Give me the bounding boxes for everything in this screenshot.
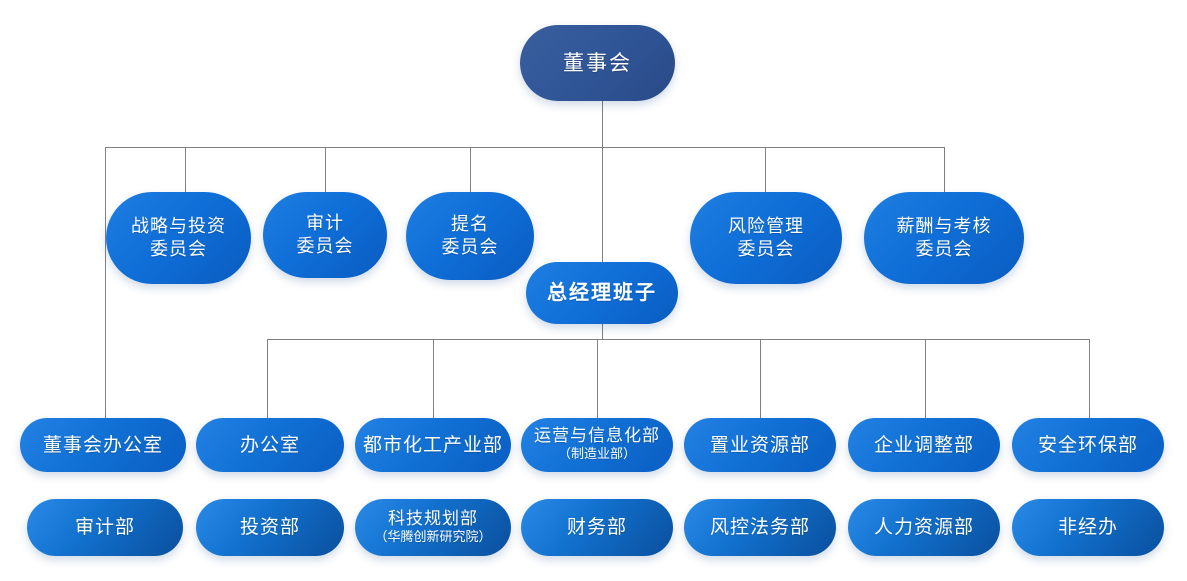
node-label: 科技规划部 [388,508,478,529]
node-human-resources-dept[interactable]: 人力资源部 [848,499,1000,556]
node-label-line2: 委员会 [150,239,207,260]
node-safety-environmental-dept[interactable]: 安全环保部 [1012,418,1164,472]
node-risk-management-committee[interactable]: 风险管理 委员会 [690,192,842,284]
node-sublabel: （华腾创新研究院） [374,529,492,545]
node-board-of-directors[interactable]: 董事会 [520,25,675,101]
node-label-line1: 提名 [451,213,489,235]
connector-committee-stem-2 [325,147,326,192]
node-strategy-investment-committee[interactable]: 战略与投资 委员会 [106,192,251,284]
node-label-line2: 委员会 [915,239,973,260]
node-risk-control-legal-dept[interactable]: 风控法务部 [684,499,836,556]
node-label-line1: 战略与投资 [131,215,226,237]
node-nomination-committee[interactable]: 提名 委员会 [406,192,534,280]
connector-department-stem-2 [433,339,434,418]
node-operations-informatization-dept[interactable]: 运营与信息化部 （制造业部） [521,418,673,472]
node-label: 风控法务部 [709,516,810,539]
node-label-line2: 委员会 [296,236,354,257]
node-label: 置业资源部 [709,433,810,456]
connector-gm-drop [602,323,603,340]
node-general-manager-team[interactable]: 总经理班子 [526,262,678,324]
connector-department-stem-6 [1089,339,1090,418]
node-label: 运营与信息化部 [534,426,660,447]
connector-committee-stem-3 [470,147,471,192]
connector-department-stem-4 [760,339,761,418]
node-technology-planning-dept[interactable]: 科技规划部 （华腾创新研究院） [355,499,511,556]
node-audit-dept[interactable]: 审计部 [27,499,183,556]
node-property-resources-dept[interactable]: 置业资源部 [684,418,836,472]
node-board-office[interactable]: 董事会办公室 [20,418,186,472]
node-enterprise-restructuring-dept[interactable]: 企业调整部 [848,418,1000,472]
node-label: 总经理班子 [547,280,657,305]
node-label-line1: 薪酬与考核 [896,215,992,237]
node-audit-committee[interactable]: 审计 委员会 [263,192,387,278]
connector-committee-bus [105,147,945,148]
connector-department-stem-1 [267,339,268,418]
node-label-line1: 审计 [306,212,344,234]
node-label-line1: 风险管理 [728,215,804,237]
node-finance-dept[interactable]: 财务部 [521,499,673,556]
node-office[interactable]: 办公室 [196,418,344,472]
connector-department-stem-5 [925,339,926,418]
node-label: 董事会办公室 [42,433,163,456]
node-label: 非经办 [1057,516,1118,539]
node-non-operating-office[interactable]: 非经办 [1012,499,1164,556]
node-compensation-appraisal-committee[interactable]: 薪酬与考核 委员会 [864,192,1024,284]
node-label: 人力资源部 [873,516,974,539]
node-label: 投资部 [239,516,300,539]
node-label: 审计部 [74,516,135,539]
node-sublabel: （制造业部） [557,447,636,463]
node-label: 办公室 [239,433,300,456]
node-label-line2: 委员会 [737,239,795,260]
connector-department-stem-3 [597,339,598,418]
node-investment-dept[interactable]: 投资部 [196,499,344,556]
node-label: 财务部 [566,516,627,539]
connector-committee-stem-1 [185,147,186,192]
connector-root-stem [602,100,603,148]
connector-board-office-spine [105,147,106,419]
node-label: 都市化工产业部 [362,433,503,456]
connector-department-bus [267,339,1089,340]
node-urban-chemical-industry-dept[interactable]: 都市化工产业部 [355,418,511,472]
node-label: 安全环保部 [1037,433,1138,456]
node-label-line2: 委员会 [441,237,499,258]
connector-gm-stem [602,147,603,262]
connector-committee-stem-4 [765,147,766,192]
node-label: 企业调整部 [873,433,974,456]
node-label: 董事会 [563,50,632,75]
connector-committee-stem-5 [944,147,945,192]
